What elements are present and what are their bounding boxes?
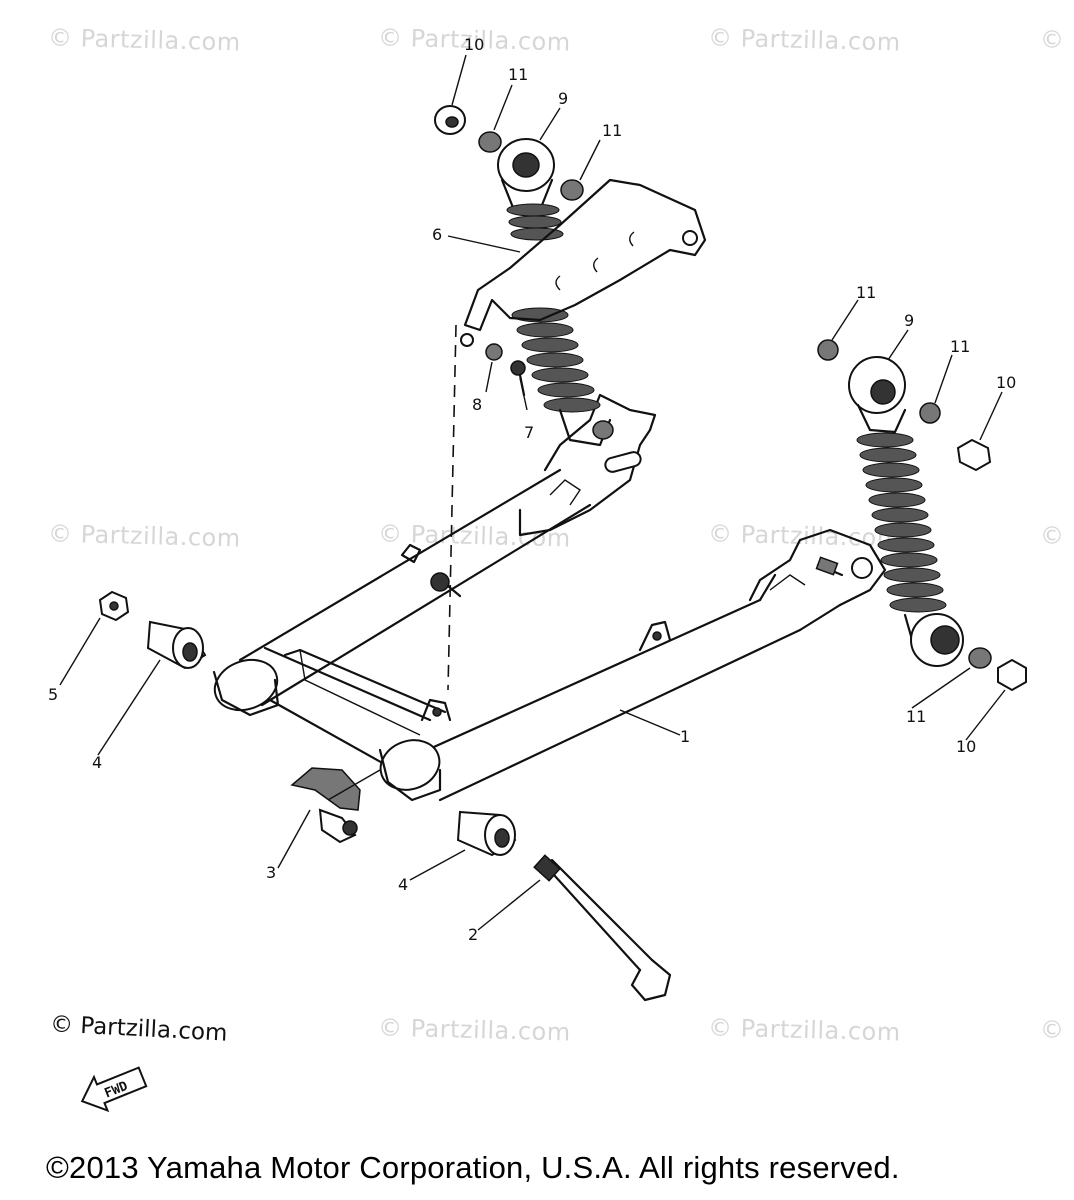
callout-10: 10 — [956, 737, 976, 756]
callout-3: 3 — [266, 863, 276, 882]
callout-5: 5 — [48, 685, 58, 704]
nut-10-lower — [997, 658, 1027, 692]
bushing-4-lower — [456, 810, 517, 857]
nut-10-top — [434, 105, 466, 135]
copyright-notice: ©2013 Yamaha Motor Corporation, U.S.A. A… — [46, 1150, 900, 1185]
bushing-4-left — [146, 620, 207, 670]
callout-11: 11 — [602, 121, 622, 140]
callout-11: 11 — [950, 337, 970, 356]
alignment-line — [447, 324, 457, 691]
nut-10-right — [956, 438, 992, 472]
callout-1: 1 — [680, 727, 690, 746]
washer-11 — [968, 647, 992, 669]
callout-7: 7 — [524, 423, 534, 442]
callout-8: 8 — [472, 395, 482, 414]
callout-4: 4 — [92, 753, 102, 772]
washer-11 — [560, 179, 584, 201]
chain-guide-3 — [290, 767, 361, 844]
callout-11: 11 — [906, 707, 926, 726]
callout-9: 9 — [904, 311, 914, 330]
callout-10: 10 — [464, 35, 484, 54]
swing-arm — [212, 393, 887, 802]
callout-6: 6 — [432, 225, 442, 244]
callout-4: 4 — [398, 875, 408, 894]
washer-11 — [478, 131, 502, 153]
callout-10: 10 — [996, 373, 1016, 392]
callout-9: 9 — [558, 89, 568, 108]
callout-labels: 10 11 9 11 6 8 7 11 9 11 10 1 11 10 5 4 … — [48, 35, 1016, 944]
callout-2: 2 — [468, 925, 478, 944]
shock-bracket — [460, 178, 707, 347]
forward-arrow-icon: FWD — [80, 1066, 148, 1113]
nut-5 — [98, 590, 130, 622]
pivot-shaft-2 — [533, 854, 672, 1002]
washer-11 — [817, 339, 839, 361]
callout-11: 11 — [508, 65, 528, 84]
shock-absorber-left — [497, 138, 614, 447]
shock-absorber-right — [848, 356, 964, 667]
callout-11: 11 — [856, 283, 876, 302]
washer-8 — [485, 343, 503, 361]
washer-11 — [919, 402, 941, 424]
leader-lines — [59, 54, 1006, 931]
